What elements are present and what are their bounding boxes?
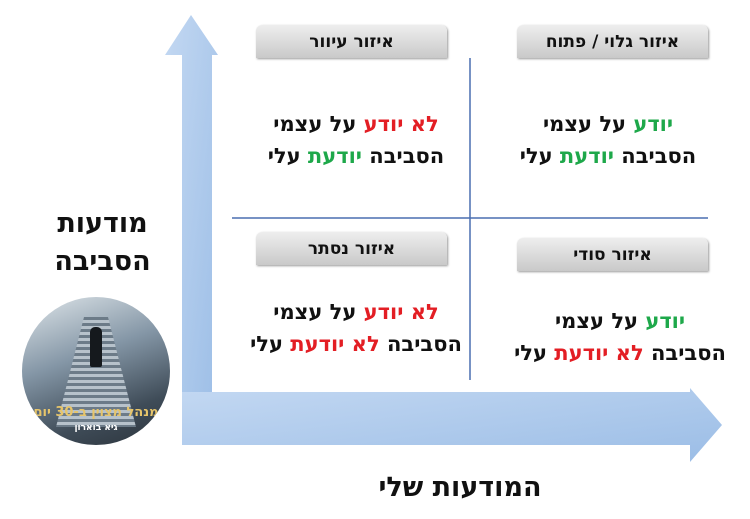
y-axis-label: מודעות הסביבה	[30, 205, 175, 281]
text: על עצמי	[273, 300, 364, 324]
open-area-title: איזור גלוי / פתוח	[517, 25, 708, 58]
businessman-figure	[90, 327, 102, 367]
text: הסביבה	[362, 144, 445, 168]
unknown-word: לא יודעת	[554, 341, 644, 365]
open-area-text: יודע על עצמי הסביבה יודעת עלי	[493, 108, 723, 172]
text: עלי	[519, 144, 560, 168]
unknown-word: לא יודע	[363, 300, 439, 324]
x-axis-arrow	[182, 388, 722, 462]
text: עלי	[514, 341, 555, 365]
unknown-word: לא יודע	[363, 112, 439, 136]
known-word: יודעת	[559, 144, 614, 168]
hidden-area-text: לא יודע על עצמי הסביבה לא יודעת עלי	[241, 296, 471, 360]
known-word: יודעת	[307, 144, 362, 168]
y-axis-arrow	[165, 15, 218, 445]
text: הסביבה	[643, 341, 726, 365]
text: על עצמי	[542, 112, 634, 136]
known-word: יודע	[633, 112, 674, 136]
text: על עצמי	[273, 112, 364, 136]
unknown-word: לא יודעת	[290, 332, 380, 356]
secret-area-title: איזור סודי	[517, 238, 708, 271]
y-axis-label-line1: מודעות	[57, 208, 148, 239]
hidden-area-title: איזור נסתר	[256, 232, 447, 265]
blind-area-title: איזור עיוור	[256, 25, 447, 58]
text: הסביבה	[379, 332, 462, 356]
text: עלי	[267, 144, 308, 168]
book-logo: מנהל מצוין ב-30 יום גיא בוארון	[22, 297, 170, 445]
blind-area-text: לא יודע על עצמי הסביבה יודעת עלי	[241, 108, 471, 172]
logo-title: מנהל מצוין ב-30 יום	[33, 405, 159, 420]
logo-author: גיא בוארון	[74, 423, 118, 433]
known-word: יודע	[645, 309, 686, 333]
text: עלי	[250, 332, 291, 356]
y-axis-label-line2: הסביבה	[54, 246, 151, 277]
x-axis-label: המודעות שלי	[378, 472, 542, 503]
text: על עצמי	[554, 309, 646, 333]
text: הסביבה	[614, 144, 697, 168]
secret-area-text: יודע על עצמי הסביבה לא יודעת עלי	[505, 305, 735, 369]
